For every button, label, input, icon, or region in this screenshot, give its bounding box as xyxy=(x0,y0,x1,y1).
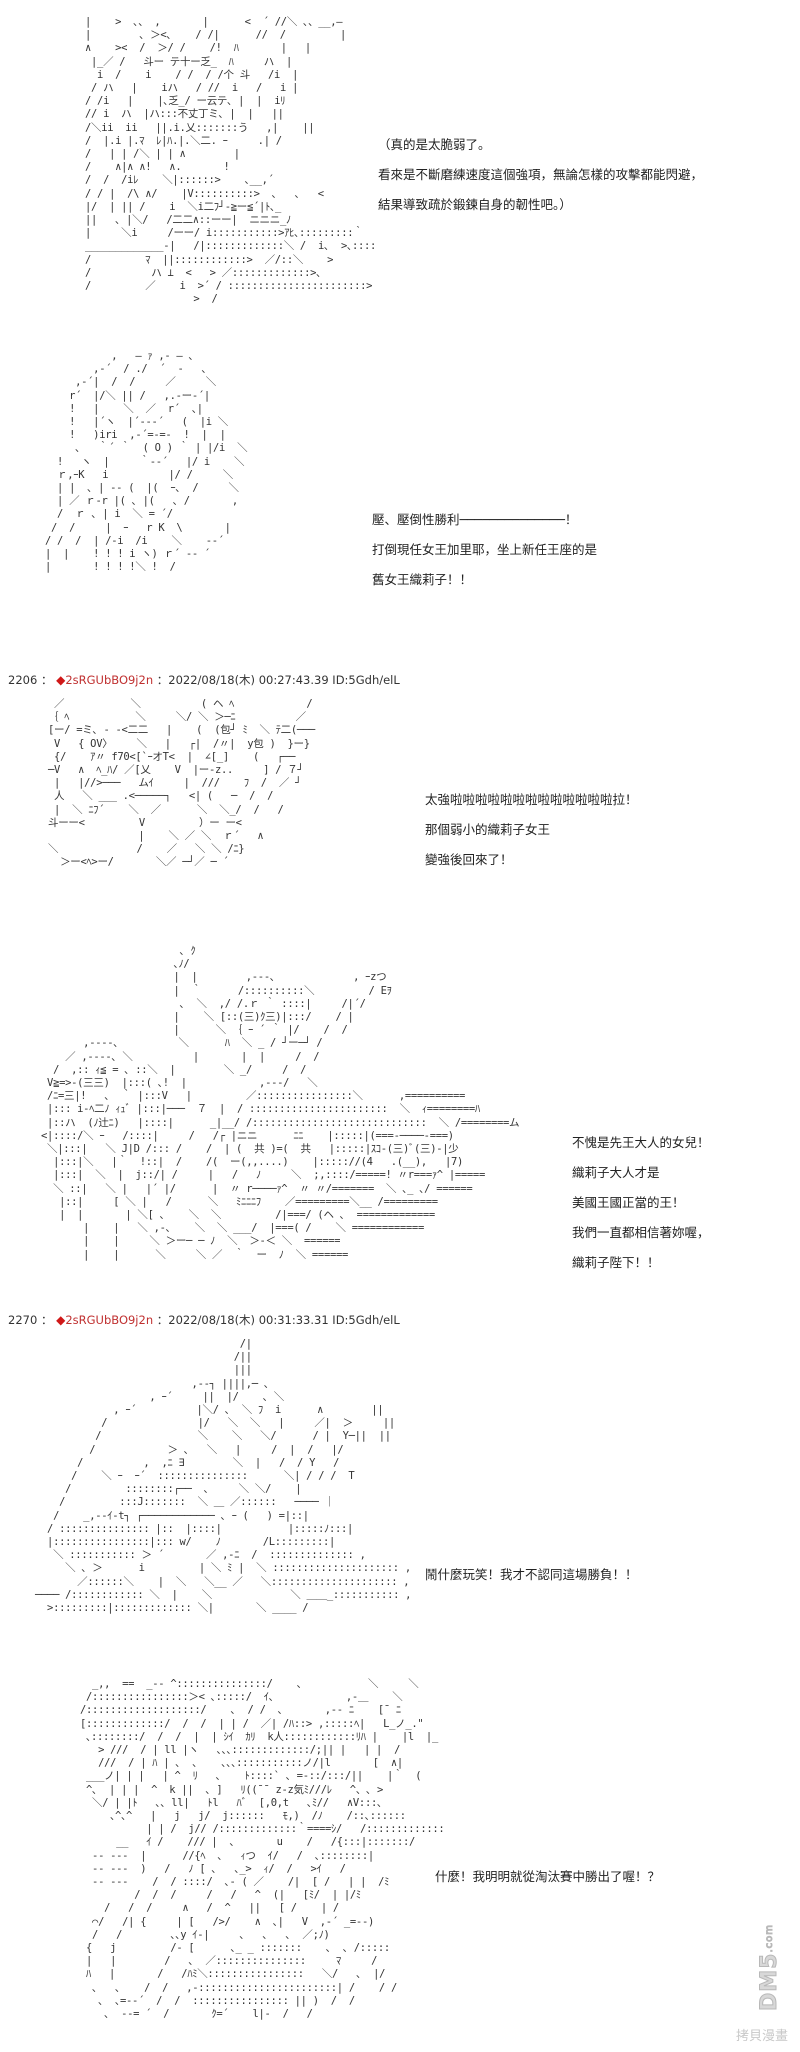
dialogue-line: （真的是太脆弱了。 xyxy=(378,137,491,152)
ascii-art-panel-1: | > ､、 , | < ´ //＼ ､、__,― | ､ ＞<､ / /| /… xyxy=(85,16,377,306)
post-separator: ： xyxy=(40,1313,53,1327)
dialogue-panel-3: 太強啦啦啦啦啦啦啦啦啦啦啦啦啦拉！ 那個弱小的織莉子女王 變強後回來了！ xyxy=(425,785,638,875)
post-tripcode[interactable]: 2sRGUbBO9j2n xyxy=(65,673,154,687)
watermark: DM5.com 拷貝漫畫 xyxy=(728,1924,788,2045)
dialogue-panel-5: 鬧什麼玩笑！我才不認同這場勝負！！ xyxy=(425,1560,638,1590)
ascii-art-panel-6: _,, == _-- ^:::::::::::::::/ ､ ＼ ＼ /::::… xyxy=(80,1678,445,2021)
post-tripcode[interactable]: 2sRGUbBO9j2n xyxy=(65,1313,154,1327)
watermark-domain: .com xyxy=(764,1924,776,1954)
ascii-art-panel-5: /| /|| ||| ,--┐ ||||,─ ､ , ｰ´ || |/ ､ ＼ … xyxy=(35,1338,412,1615)
dialogue-line: 我們一直都相信著妳喔， xyxy=(572,1225,710,1240)
post-header-2270: 2270 ： ◆2sRGUbBO9j2n ：2022/08/18(木) 00:3… xyxy=(8,1312,400,1328)
dialogue-line: 變強後回來了！ xyxy=(425,852,513,867)
trip-diamond-icon: ◆ xyxy=(56,673,66,687)
dialogue-line: 舊女王織莉子！！ xyxy=(372,572,473,587)
post-datetime: ：2022/08/18(木) 00:27:43.39 xyxy=(156,673,329,687)
post-number: 2270 xyxy=(8,1313,38,1327)
dialogue-line: 那個弱小的織莉子女王 xyxy=(425,822,551,837)
dialogue-line: 太強啦啦啦啦啦啦啦啦啦啦啦啦啦拉！ xyxy=(425,792,638,807)
trip-diamond-icon: ◆ xyxy=(56,1313,66,1327)
dialogue-panel-2: 壓、壓倒性勝利──────────────！ 打倒現任女王加里耶，坐上新任王座的… xyxy=(372,505,597,595)
dialogue-line: 看來是不斷磨練速度這個強項，無論怎樣的攻擊都能閃避， xyxy=(378,167,704,182)
post-datetime: ：2022/08/18(木) 00:31:33.31 xyxy=(156,1313,329,1327)
watermark-logo-text: DM5 xyxy=(757,1952,783,2012)
post-number: 2206 xyxy=(8,673,38,687)
dialogue-line: 壓、壓倒性勝利──────────────！ xyxy=(372,512,578,527)
post-id: ID:5Gdh/elL xyxy=(332,1313,400,1327)
watermark-text: 拷貝漫畫 xyxy=(735,2029,788,2044)
dm5-logo-icon: DM5.com xyxy=(757,1924,783,2012)
dialogue-line: 打倒現任女王加里耶，坐上新任王座的是 xyxy=(372,542,598,557)
dialogue-line: 織莉子大人才是 xyxy=(572,1165,660,1180)
dialogue-line: 鬧什麼玩笑！我才不認同這場勝負！！ xyxy=(425,1567,638,1582)
post-header-2206: 2206 ： ◆2sRGUbBO9j2n ：2022/08/18(木) 00:2… xyxy=(8,672,400,688)
dialogue-panel-4: 不愧是先王大人的女兒！ 織莉子大人才是 美國王國正當的王！ 我們一直都相信著妳喔… xyxy=(572,1128,710,1278)
dialogue-line: 織莉子陛下！！ xyxy=(572,1255,660,1270)
post-id: ID:5Gdh/elL xyxy=(332,673,400,687)
dialogue-panel-1: （真的是太脆弱了。 看來是不斷磨練速度這個強項，無論怎樣的攻擊都能閃避， 結果導… xyxy=(378,130,703,220)
dialogue-panel-6: 什麼！我明明就從淘汰賽中勝出了喔！？ xyxy=(435,1862,660,1892)
ascii-art-panel-2: , ― ｧ ,- ― ､ ,-´ / ./ ´ - ､ ,-´| / / ／ ＼… xyxy=(45,350,248,574)
post-separator: ： xyxy=(40,673,53,687)
dialogue-line: 不愧是先王大人的女兒！ xyxy=(572,1135,710,1150)
ascii-art-panel-4: ､ ｸ ､ﾉ/ | | ,---､ , ｰzつ | ｀ /::::::::::＼… xyxy=(41,945,520,1261)
dialogue-line: 美國王國正當的王！ xyxy=(572,1195,685,1210)
dialogue-line: 什麼！我明明就從淘汰賽中勝出了喔！？ xyxy=(435,1869,661,1884)
dialogue-line: 結果導致疏於鍛鍊自身的韌性吧。） xyxy=(378,197,572,212)
ascii-art-panel-3: ／ ＼ ( ヘ ﾍ / ｛ ﾍ ＼ ＼/ ＼ ＞─ﾆ ／ [ー/ =ミ､ - -… xyxy=(48,698,315,869)
